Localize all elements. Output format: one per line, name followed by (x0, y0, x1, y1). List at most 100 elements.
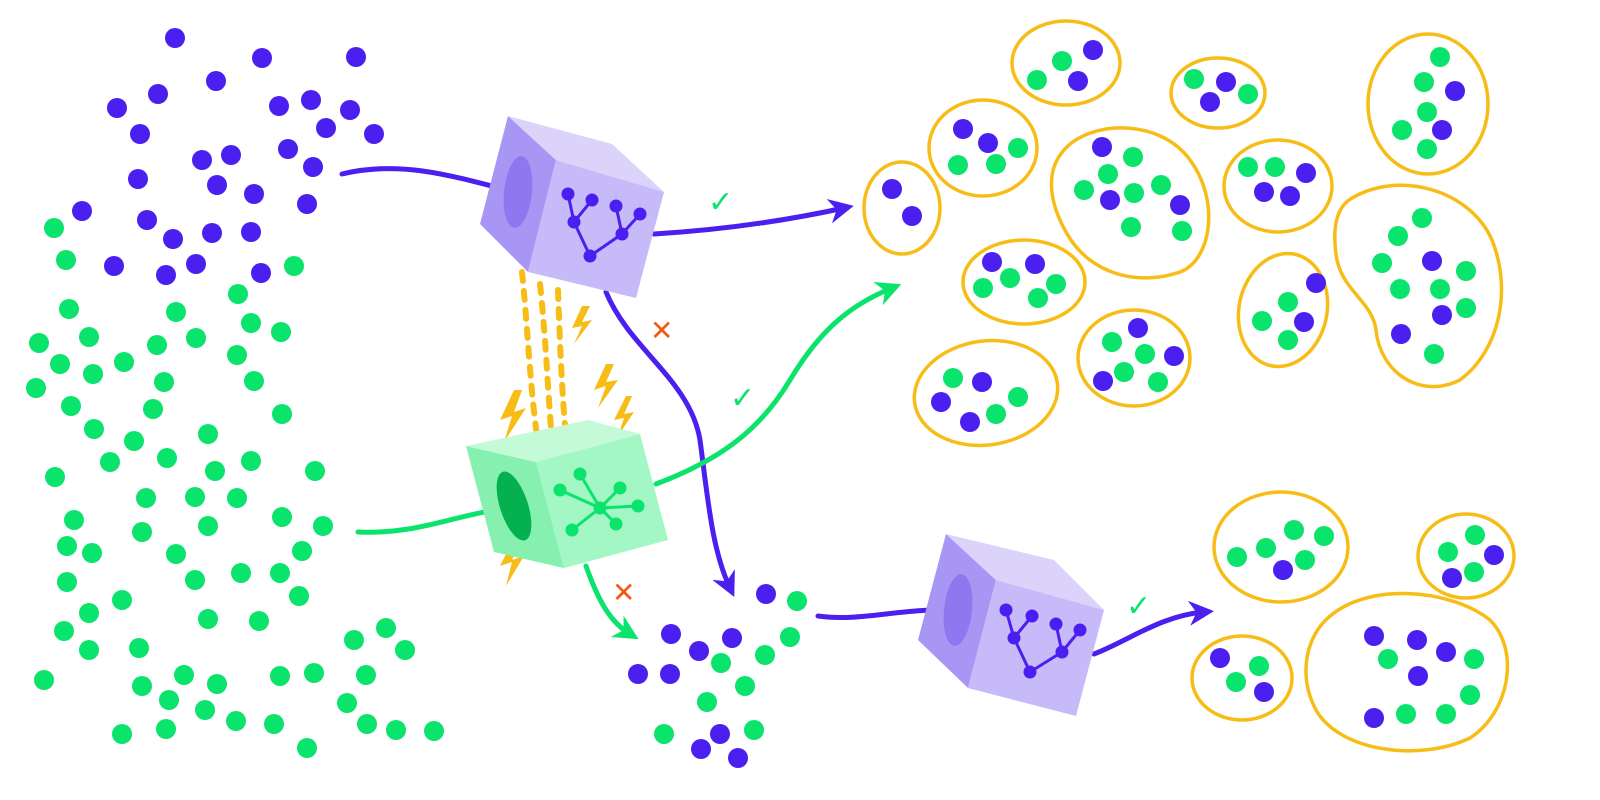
purple-dot (252, 48, 272, 68)
green-dot (100, 452, 120, 472)
green-dot (156, 719, 176, 739)
cluster-outline (1212, 490, 1350, 604)
green-dot (159, 690, 179, 710)
green-dot (195, 700, 215, 720)
green-dot (84, 419, 104, 439)
lightning-bolt-icon (500, 542, 524, 586)
green-dot (272, 404, 292, 424)
purple-dot (722, 628, 742, 648)
purple-dot (1294, 312, 1314, 332)
green-dot (1456, 298, 1476, 318)
energy-beams (519, 269, 569, 445)
green-dot (272, 507, 292, 527)
purple-dot (269, 96, 289, 116)
green-dot (1238, 157, 1258, 177)
green-dot (231, 563, 251, 583)
green-dot (1412, 208, 1432, 228)
green-dot (735, 676, 755, 696)
green-dot (205, 461, 225, 481)
green-dot (1008, 138, 1028, 158)
green-dot (1278, 292, 1298, 312)
green-dot (56, 250, 76, 270)
cluster-outline (1366, 32, 1490, 176)
check-icon: ✓ (1126, 589, 1151, 624)
green-dot (948, 155, 968, 175)
green-dot (136, 488, 156, 508)
purple-dot (137, 210, 157, 230)
purple-dot (1093, 371, 1113, 391)
cluster-outline (862, 160, 942, 256)
cluster-outline (1076, 308, 1192, 408)
green-dot (395, 640, 415, 660)
green-dot (1148, 372, 1168, 392)
green-dot (1388, 226, 1408, 246)
green-dot (185, 570, 205, 590)
purple-dot (902, 206, 922, 226)
green-dot (1464, 562, 1484, 582)
green-dot (129, 638, 149, 658)
purple-dot (301, 90, 321, 110)
green-dot (271, 322, 291, 342)
green-dot (1046, 274, 1066, 294)
green-dot (270, 666, 290, 686)
purple-dot (1364, 708, 1384, 728)
green-dot (26, 378, 46, 398)
cluster-outline (1416, 512, 1516, 600)
green-dot (44, 218, 64, 238)
energy-beam (519, 269, 541, 445)
purple-filter-cube-second (918, 534, 1104, 716)
purple-dot (251, 263, 271, 283)
green-dot (755, 645, 775, 665)
green-dot (986, 404, 1006, 424)
purple-dot (192, 150, 212, 170)
cross-icon: ✕ (650, 314, 673, 347)
green-dot (780, 627, 800, 647)
green-dot (1123, 147, 1143, 167)
green-dot (1378, 649, 1398, 669)
green-dot (386, 720, 406, 740)
purple-dot (1445, 81, 1465, 101)
green-dot (29, 333, 49, 353)
purple-dot (1280, 186, 1300, 206)
green-dot (1074, 180, 1094, 200)
purple-dot (1128, 318, 1148, 338)
purple-dot (128, 169, 148, 189)
green-dot (292, 541, 312, 561)
green-dot (226, 711, 246, 731)
green-dot (1436, 704, 1456, 724)
purple-dot (960, 412, 980, 432)
green-dot (1284, 520, 1304, 540)
cluster-outline (1049, 126, 1211, 280)
green-dot (79, 640, 99, 660)
green-dot (1102, 332, 1122, 352)
green-dot (304, 663, 324, 683)
cluster-outline (1304, 591, 1510, 753)
green-dot (228, 284, 248, 304)
purple-dot (1296, 163, 1316, 183)
green-dot (1456, 261, 1476, 281)
lightning-bolt-icon (500, 390, 526, 442)
green-dot (157, 448, 177, 468)
purple-dot (1210, 648, 1230, 668)
purple-dot (931, 392, 951, 412)
purple-dot (689, 641, 709, 661)
green-dot (154, 372, 174, 392)
green-dot (1226, 672, 1246, 692)
green-dot (147, 335, 167, 355)
green-dot (1430, 279, 1450, 299)
energy-beam (537, 281, 555, 443)
green-dot (61, 396, 81, 416)
green-dot (1238, 84, 1258, 104)
green-dot (337, 693, 357, 713)
green-dot (1000, 268, 1020, 288)
purple-dot (202, 223, 222, 243)
green-dot (986, 154, 1006, 174)
green-dot (207, 674, 227, 694)
cube-top-face (466, 420, 640, 462)
green-dot (356, 665, 376, 685)
green-dot (1265, 157, 1285, 177)
green-dot (59, 299, 79, 319)
green-dot (1295, 550, 1315, 570)
cluster-outline (961, 238, 1087, 326)
purple-dot (163, 229, 183, 249)
